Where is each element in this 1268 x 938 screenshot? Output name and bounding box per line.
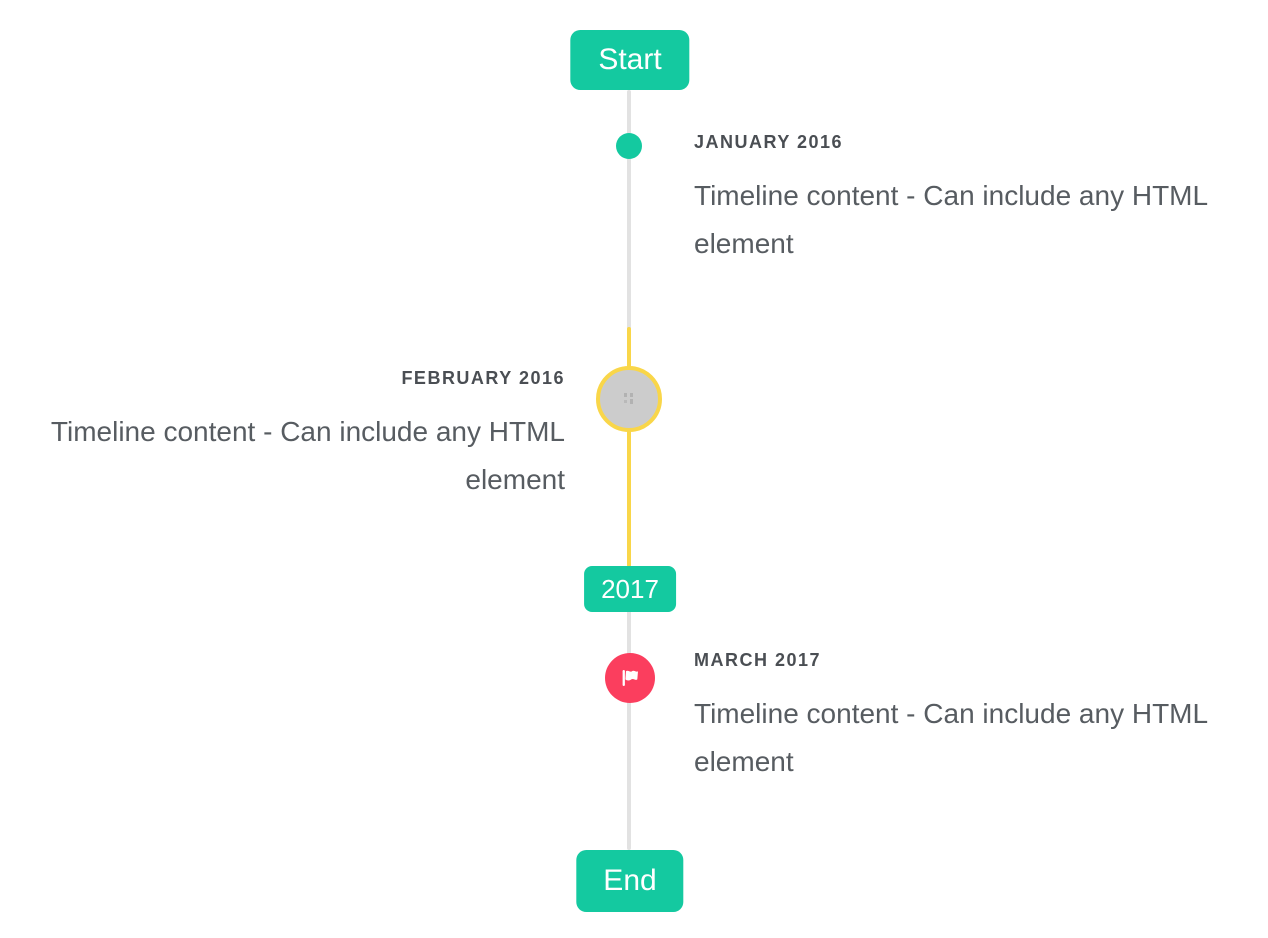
timeline-marker-image-february (596, 366, 662, 432)
timeline-line-highlight (627, 327, 631, 567)
timeline-item-title: FEBRUARY 2016 (401, 368, 565, 388)
timeline-item-title: MARCH 2017 (694, 650, 822, 670)
timeline-item-title: JANUARY 2016 (694, 132, 844, 152)
timeline-item-content: Timeline content - Can include any HTML … (694, 698, 1208, 777)
timeline-marker-flag-march (605, 653, 655, 703)
timeline-end-badge: End (576, 850, 684, 912)
timeline-year-badge: 2017 (584, 566, 676, 612)
timeline-marker-dot-january (616, 133, 642, 159)
timeline-item-content: Timeline content - Can include any HTML … (50, 416, 565, 495)
broken-image-icon (624, 393, 633, 404)
timeline-item-march: MARCH 2017 Timeline content - Can includ… (694, 648, 1224, 786)
timeline-item-january: JANUARY 2016 Timeline content - Can incl… (694, 130, 1224, 268)
flag-icon (622, 670, 638, 686)
timeline-item-february: FEBRUARY 2016 Timeline content - Can inc… (35, 366, 565, 504)
timeline-start-badge: Start (570, 30, 690, 90)
timeline-item-content: Timeline content - Can include any HTML … (694, 180, 1208, 259)
